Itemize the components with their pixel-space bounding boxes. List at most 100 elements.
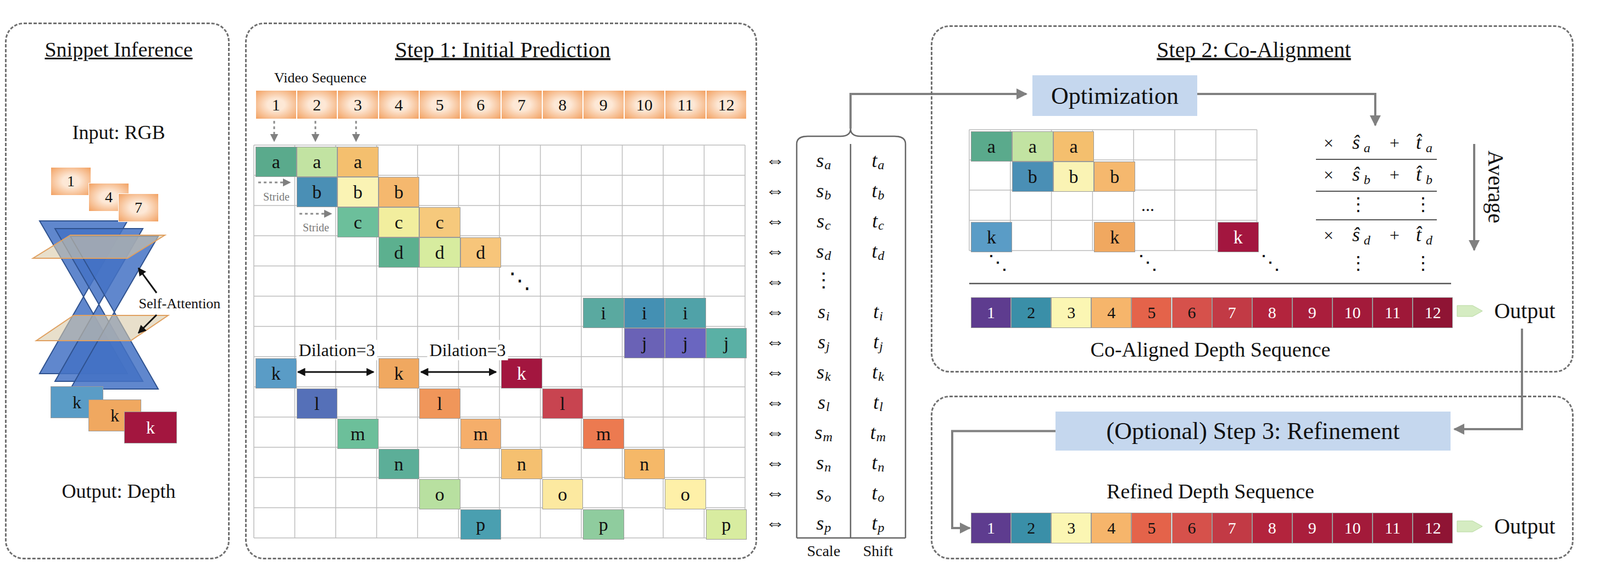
prediction-cell: l — [542, 388, 584, 419]
label: ⇔ — [765, 511, 786, 535]
node-text: 1 — [986, 303, 996, 322]
node-text: i — [682, 302, 688, 324]
node-text: c — [394, 212, 403, 233]
label: ⋮ — [813, 269, 834, 292]
prediction-cell: b — [296, 176, 338, 208]
prediction-cell: o — [664, 479, 707, 510]
label: t̂ — [1415, 223, 1422, 247]
scale-cell: sj — [796, 326, 851, 357]
prediction-cell: p — [706, 509, 748, 540]
node-text: m — [473, 423, 488, 445]
output-chevron — [1457, 305, 1483, 532]
subscript: o — [824, 490, 832, 505]
prediction-cell: c — [337, 207, 379, 238]
process-box: Optimization — [1032, 75, 1198, 116]
label: ⇔ — [765, 481, 786, 504]
depth-cell: 1 — [970, 512, 1011, 544]
depth-cell: 8 — [1252, 512, 1293, 544]
depth-cell: 1 — [970, 297, 1011, 329]
prediction-cell: j — [706, 328, 748, 359]
aligned-cell: a — [1053, 131, 1095, 162]
prediction-cell: c — [378, 207, 420, 238]
node-text: i — [641, 302, 647, 324]
prediction-cell: d — [460, 237, 502, 268]
label: a — [1425, 140, 1433, 157]
label: ... — [1141, 195, 1155, 216]
label: d — [1363, 232, 1371, 249]
label: ⇔ — [765, 148, 786, 172]
scale-cell: so — [796, 477, 851, 508]
aligned-cell: a — [970, 131, 1013, 162]
node-text: k — [271, 363, 281, 385]
prediction-cell: n — [501, 448, 543, 480]
video-frame: 12 — [706, 90, 748, 120]
node-text: b — [1028, 166, 1038, 188]
aligned-cell: a — [1012, 131, 1054, 162]
label: Self-Attention — [139, 295, 221, 313]
subscript: m — [876, 429, 886, 445]
depth-cell: 3 — [1051, 512, 1092, 544]
label: ⋱ — [508, 268, 531, 294]
node-text: p — [598, 514, 609, 536]
label: Dilation=3 — [296, 340, 378, 361]
subscript: a — [878, 157, 885, 173]
symbol: t — [871, 360, 878, 384]
node-text: i — [601, 302, 607, 324]
symbol: t — [873, 300, 879, 324]
depth-cell: 12 — [1412, 297, 1453, 329]
node-text: a — [1028, 136, 1037, 158]
node-text: 9 — [599, 95, 608, 115]
video-frame: 10 — [624, 90, 666, 120]
node-text: a — [312, 151, 321, 173]
prediction-cell: a — [337, 146, 379, 177]
panel-title: Snippet Inference — [44, 37, 193, 62]
scale-cell: sk — [796, 356, 851, 387]
node-text: p — [721, 514, 731, 536]
node-text: b — [393, 181, 404, 203]
label: ⇔ — [765, 179, 786, 202]
node-text: 1 — [67, 172, 75, 191]
symbol: t — [871, 148, 877, 172]
scale-cell: sd — [796, 235, 851, 266]
symbol: s — [817, 390, 826, 414]
label: ⋮ — [1348, 193, 1368, 215]
node-text: b — [312, 181, 322, 203]
aligned-cell: b — [1053, 161, 1095, 192]
subscript: j — [879, 339, 883, 354]
node-text: 9 — [1308, 303, 1317, 322]
node-text: 3 — [353, 95, 363, 115]
node-text: k — [146, 417, 155, 438]
node-text: 8 — [1268, 518, 1277, 538]
shift-cell: ta — [850, 145, 906, 176]
depth-cell: 5 — [1131, 512, 1172, 544]
label: Dilation=3 — [427, 340, 509, 361]
subscript: l — [825, 399, 830, 415]
label: + — [1389, 132, 1400, 154]
node-text: a — [1069, 136, 1078, 158]
node-text: 12 — [718, 95, 735, 115]
symbol: t — [871, 209, 878, 233]
symbol: t — [873, 390, 879, 414]
video-frame: 8 — [542, 90, 584, 120]
node-text: 7 — [517, 95, 526, 115]
prediction-cell: d — [419, 237, 461, 268]
node-text: 5 — [1147, 518, 1156, 538]
prediction-cell: k — [378, 358, 420, 389]
prediction-cell: k — [255, 358, 297, 389]
node-text: 4 — [104, 188, 113, 207]
panel-text: Co-Aligned Depth Sequence — [1090, 337, 1331, 362]
video-frame: 7 — [501, 90, 543, 120]
shift-cell: tk — [850, 356, 906, 387]
node-text: o — [435, 484, 445, 505]
node-text: 1 — [986, 518, 996, 538]
node-text: 3 — [1067, 303, 1076, 322]
node-text: j — [723, 332, 729, 354]
label: ŝ — [1352, 163, 1360, 186]
node-text: m — [350, 423, 365, 445]
depth-cell: 10 — [1332, 512, 1373, 544]
node-text: k — [1233, 226, 1243, 248]
panel-text: Input: RGB — [71, 120, 165, 144]
label: Stride — [263, 190, 290, 204]
scale-cell: sl — [796, 386, 851, 418]
